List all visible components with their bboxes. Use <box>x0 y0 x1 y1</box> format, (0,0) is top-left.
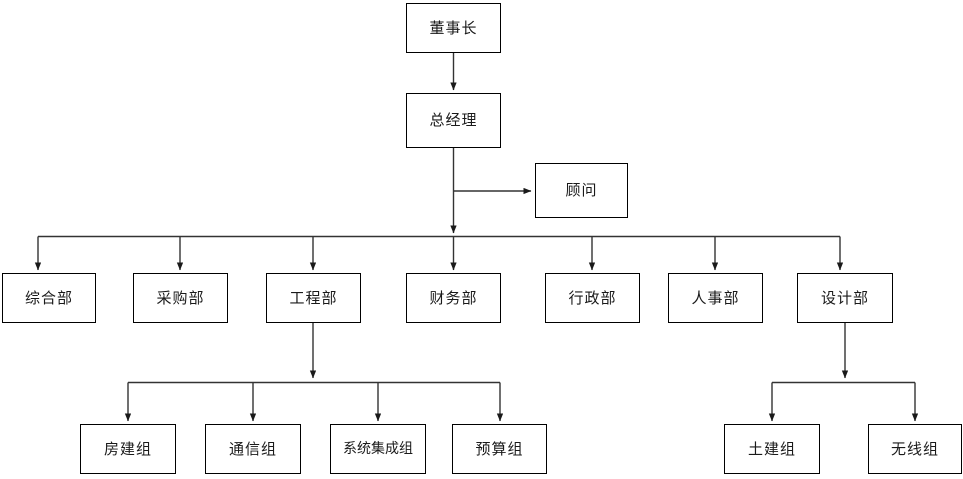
node-administration-department[interactable]: 行政部 <box>545 273 640 323</box>
node-hr-department[interactable]: 人事部 <box>668 273 763 323</box>
node-purchasing-department[interactable]: 采购部 <box>133 273 228 323</box>
node-civil-engineering-group[interactable]: 土建组 <box>724 424 820 474</box>
node-label: 采购部 <box>156 288 205 307</box>
node-label: 系统集成组 <box>343 441 413 457</box>
node-label: 土建组 <box>747 439 796 458</box>
node-label: 通信组 <box>228 439 277 458</box>
node-label: 人事部 <box>691 288 740 307</box>
node-label: 财务部 <box>429 288 478 307</box>
node-label: 房建组 <box>103 439 152 458</box>
node-design-department[interactable]: 设计部 <box>797 273 893 323</box>
node-general-manager[interactable]: 总经理 <box>406 93 501 148</box>
node-label: 顾问 <box>565 181 598 199</box>
node-label: 董事长 <box>429 18 478 37</box>
node-finance-department[interactable]: 财务部 <box>406 273 501 323</box>
node-label: 行政部 <box>568 288 617 307</box>
node-wireless-group[interactable]: 无线组 <box>868 424 962 474</box>
node-label: 无线组 <box>890 439 939 458</box>
node-general-department[interactable]: 综合部 <box>2 273 96 323</box>
node-label: 设计部 <box>820 288 869 307</box>
node-building-group[interactable]: 房建组 <box>80 424 176 474</box>
node-label: 综合部 <box>24 288 73 307</box>
node-chairman[interactable]: 董事长 <box>406 3 501 53</box>
node-label: 总经理 <box>429 111 478 129</box>
node-advisor[interactable]: 顾问 <box>535 163 628 218</box>
node-engineering-department[interactable]: 工程部 <box>266 273 361 323</box>
node-label: 工程部 <box>289 288 338 307</box>
node-communications-group[interactable]: 通信组 <box>205 424 301 474</box>
node-system-integration-group[interactable]: 系统集成组 <box>330 424 426 474</box>
node-label: 预算组 <box>475 439 524 458</box>
node-budget-group[interactable]: 预算组 <box>452 424 547 474</box>
